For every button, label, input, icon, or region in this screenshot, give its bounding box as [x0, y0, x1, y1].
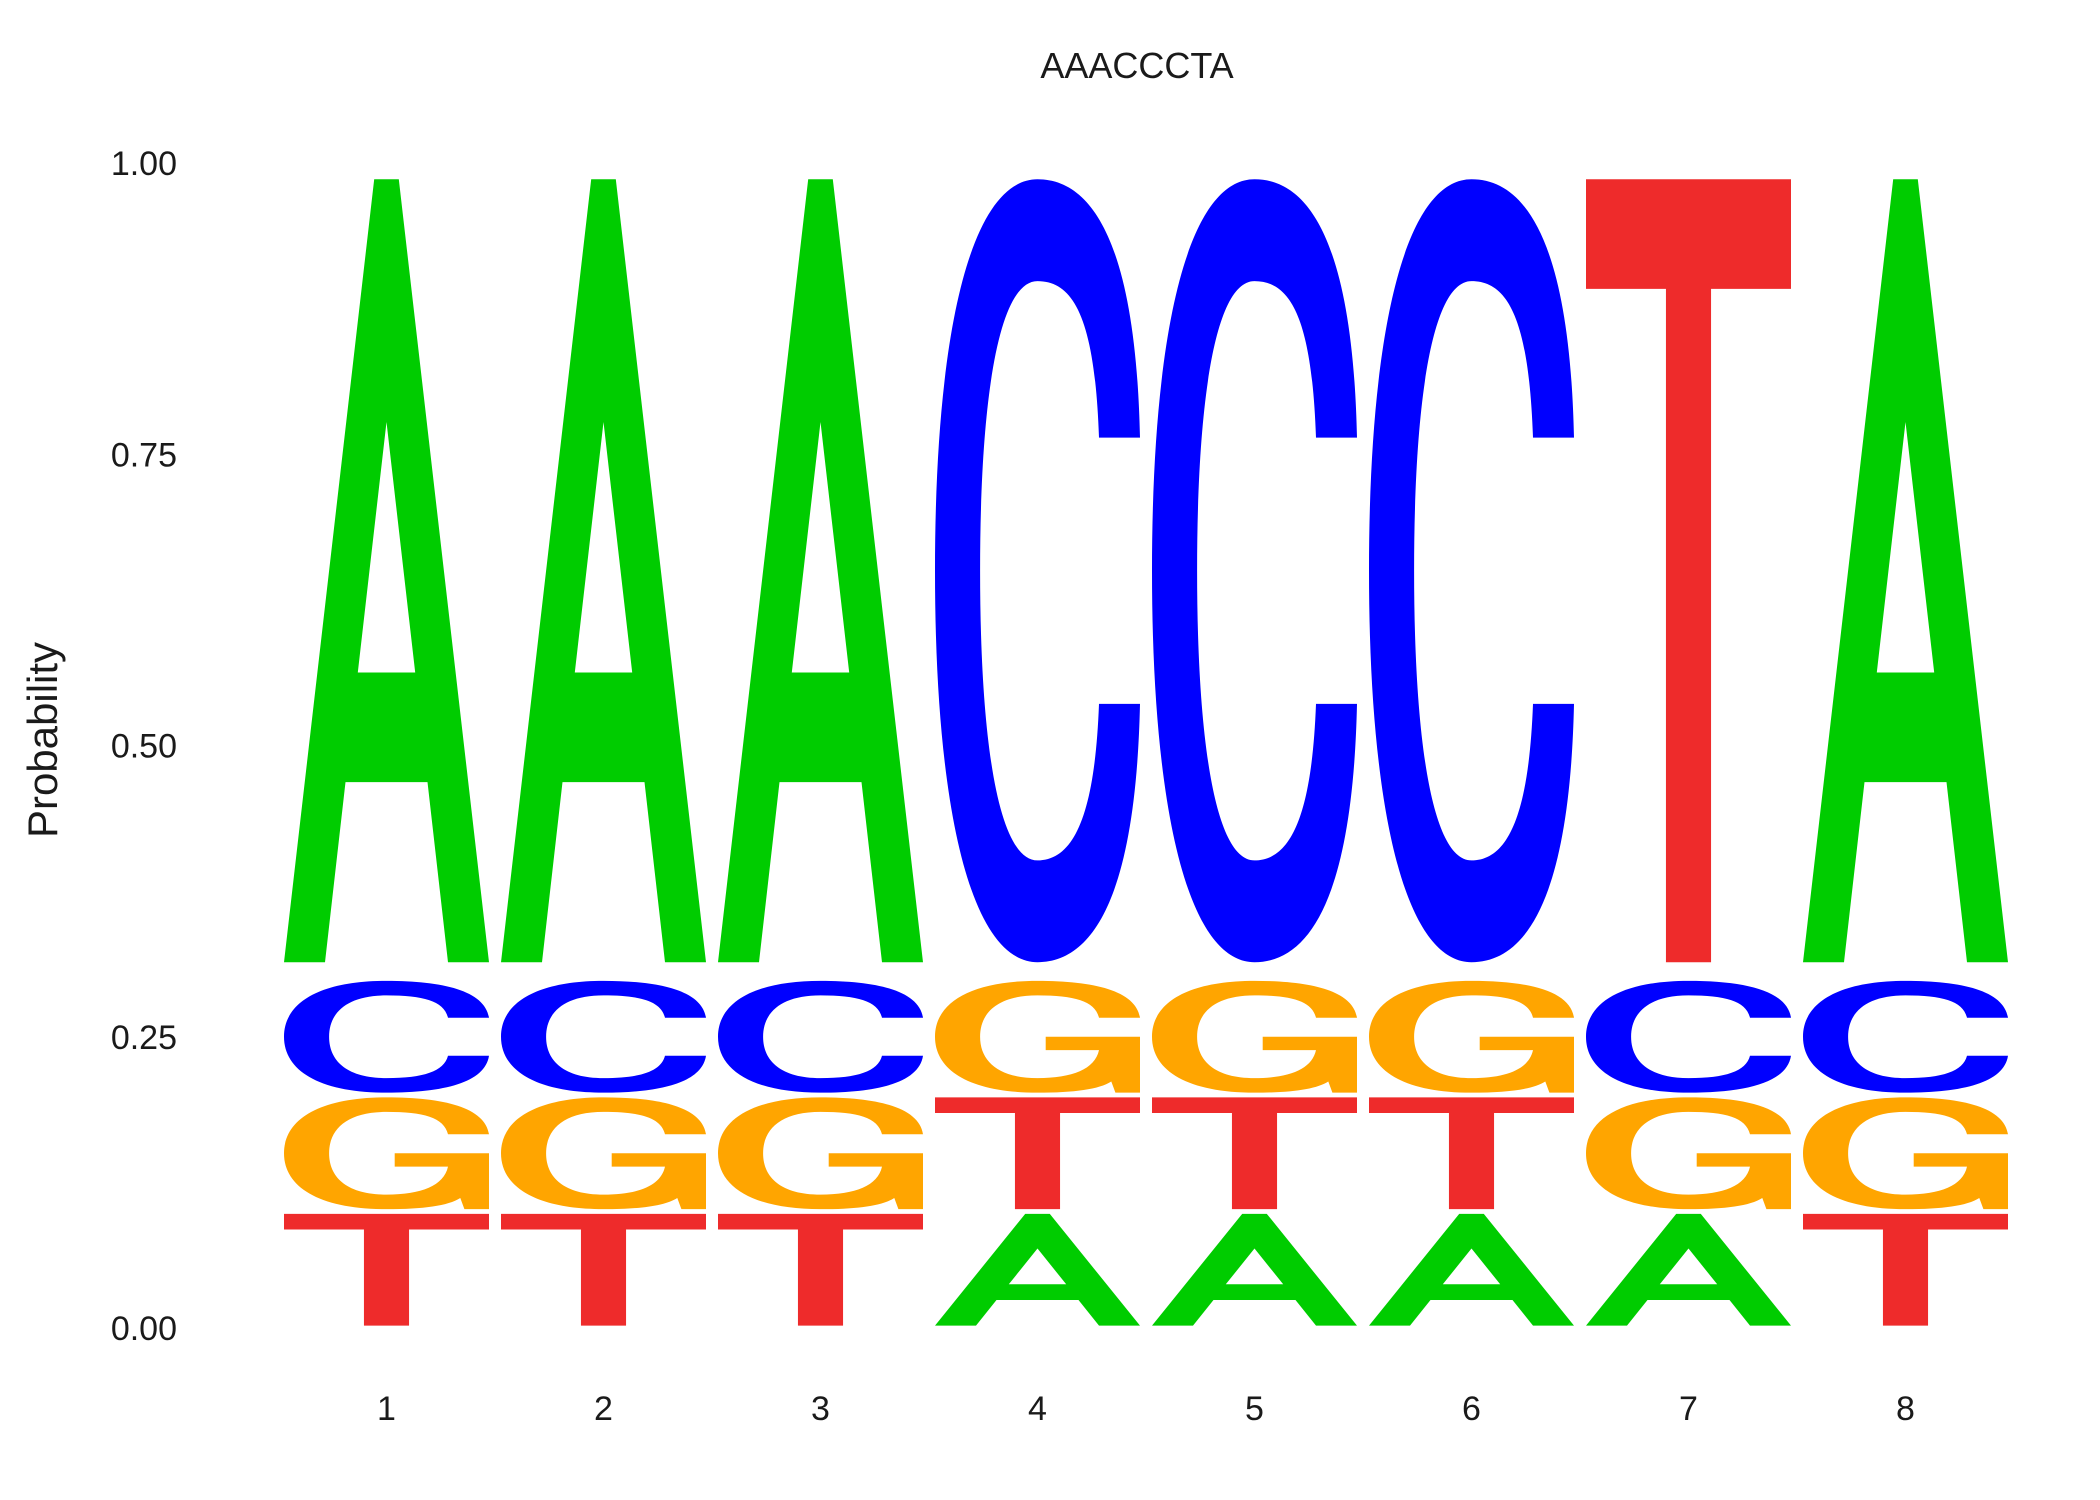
logo-letter-stacks	[284, 179, 2008, 1326]
x-tick-label: 8	[1896, 1390, 1915, 1428]
letter-g-pos-4	[935, 980, 1140, 1093]
y-tick-label: 0.25	[111, 1019, 177, 1057]
letter-c-pos-3	[718, 980, 923, 1093]
letter-c-pos-8	[1803, 980, 2008, 1093]
x-axis-ticks: 1 2 3 4 5 6 7 8	[377, 1390, 1915, 1428]
letter-g-pos-6	[1369, 980, 1574, 1093]
y-tick-label: 0.00	[111, 1310, 177, 1348]
letter-a-pos-8	[1803, 179, 2008, 963]
chart-title: AAACCCTA	[1040, 45, 1233, 86]
letter-t-pos-7	[1586, 179, 1791, 963]
y-axis-ticks: 0.00 0.25 0.50 0.75 1.00	[111, 145, 177, 1348]
letter-c-pos-7	[1586, 980, 1791, 1093]
letter-t-pos-5	[1152, 1097, 1357, 1210]
letter-a-pos-5	[1152, 1213, 1357, 1326]
letter-g-pos-1	[284, 1097, 489, 1210]
letter-g-pos-8	[1803, 1097, 2008, 1210]
letter-g-pos-2	[501, 1097, 706, 1210]
letter-a-pos-4	[935, 1213, 1140, 1326]
x-tick-label: 4	[1028, 1390, 1047, 1428]
letter-t-pos-4	[935, 1097, 1140, 1210]
letter-a-pos-7	[1586, 1213, 1791, 1326]
y-tick-label: 0.50	[111, 728, 177, 766]
letter-c-pos-1	[284, 980, 489, 1093]
x-tick-label: 1	[377, 1390, 396, 1428]
letter-g-pos-7	[1586, 1097, 1791, 1210]
letter-a-pos-2	[501, 179, 706, 963]
letter-g-pos-5	[1152, 980, 1357, 1093]
letter-g-pos-3	[718, 1097, 923, 1210]
x-tick-label: 5	[1245, 1390, 1264, 1428]
letter-t-pos-6	[1369, 1097, 1574, 1210]
letter-c-pos-4	[935, 179, 1140, 963]
letter-t-pos-3	[718, 1213, 923, 1326]
letter-t-pos-2	[501, 1213, 706, 1326]
letter-t-pos-1	[284, 1213, 489, 1326]
letter-t-pos-8	[1803, 1213, 2008, 1326]
x-tick-label: 2	[594, 1390, 613, 1428]
letter-a-pos-6	[1369, 1213, 1574, 1326]
letter-c-pos-6	[1369, 179, 1574, 963]
letter-a-pos-1	[284, 179, 489, 963]
y-tick-label: 1.00	[111, 145, 177, 183]
letter-a-pos-3	[718, 179, 923, 963]
x-tick-label: 3	[811, 1390, 830, 1428]
y-tick-label: 0.75	[111, 436, 177, 474]
x-tick-label: 7	[1679, 1390, 1698, 1428]
letter-c-pos-2	[501, 980, 706, 1093]
x-tick-label: 6	[1462, 1390, 1481, 1428]
y-axis-label: Probability	[19, 642, 66, 838]
letter-c-pos-5	[1152, 179, 1357, 963]
